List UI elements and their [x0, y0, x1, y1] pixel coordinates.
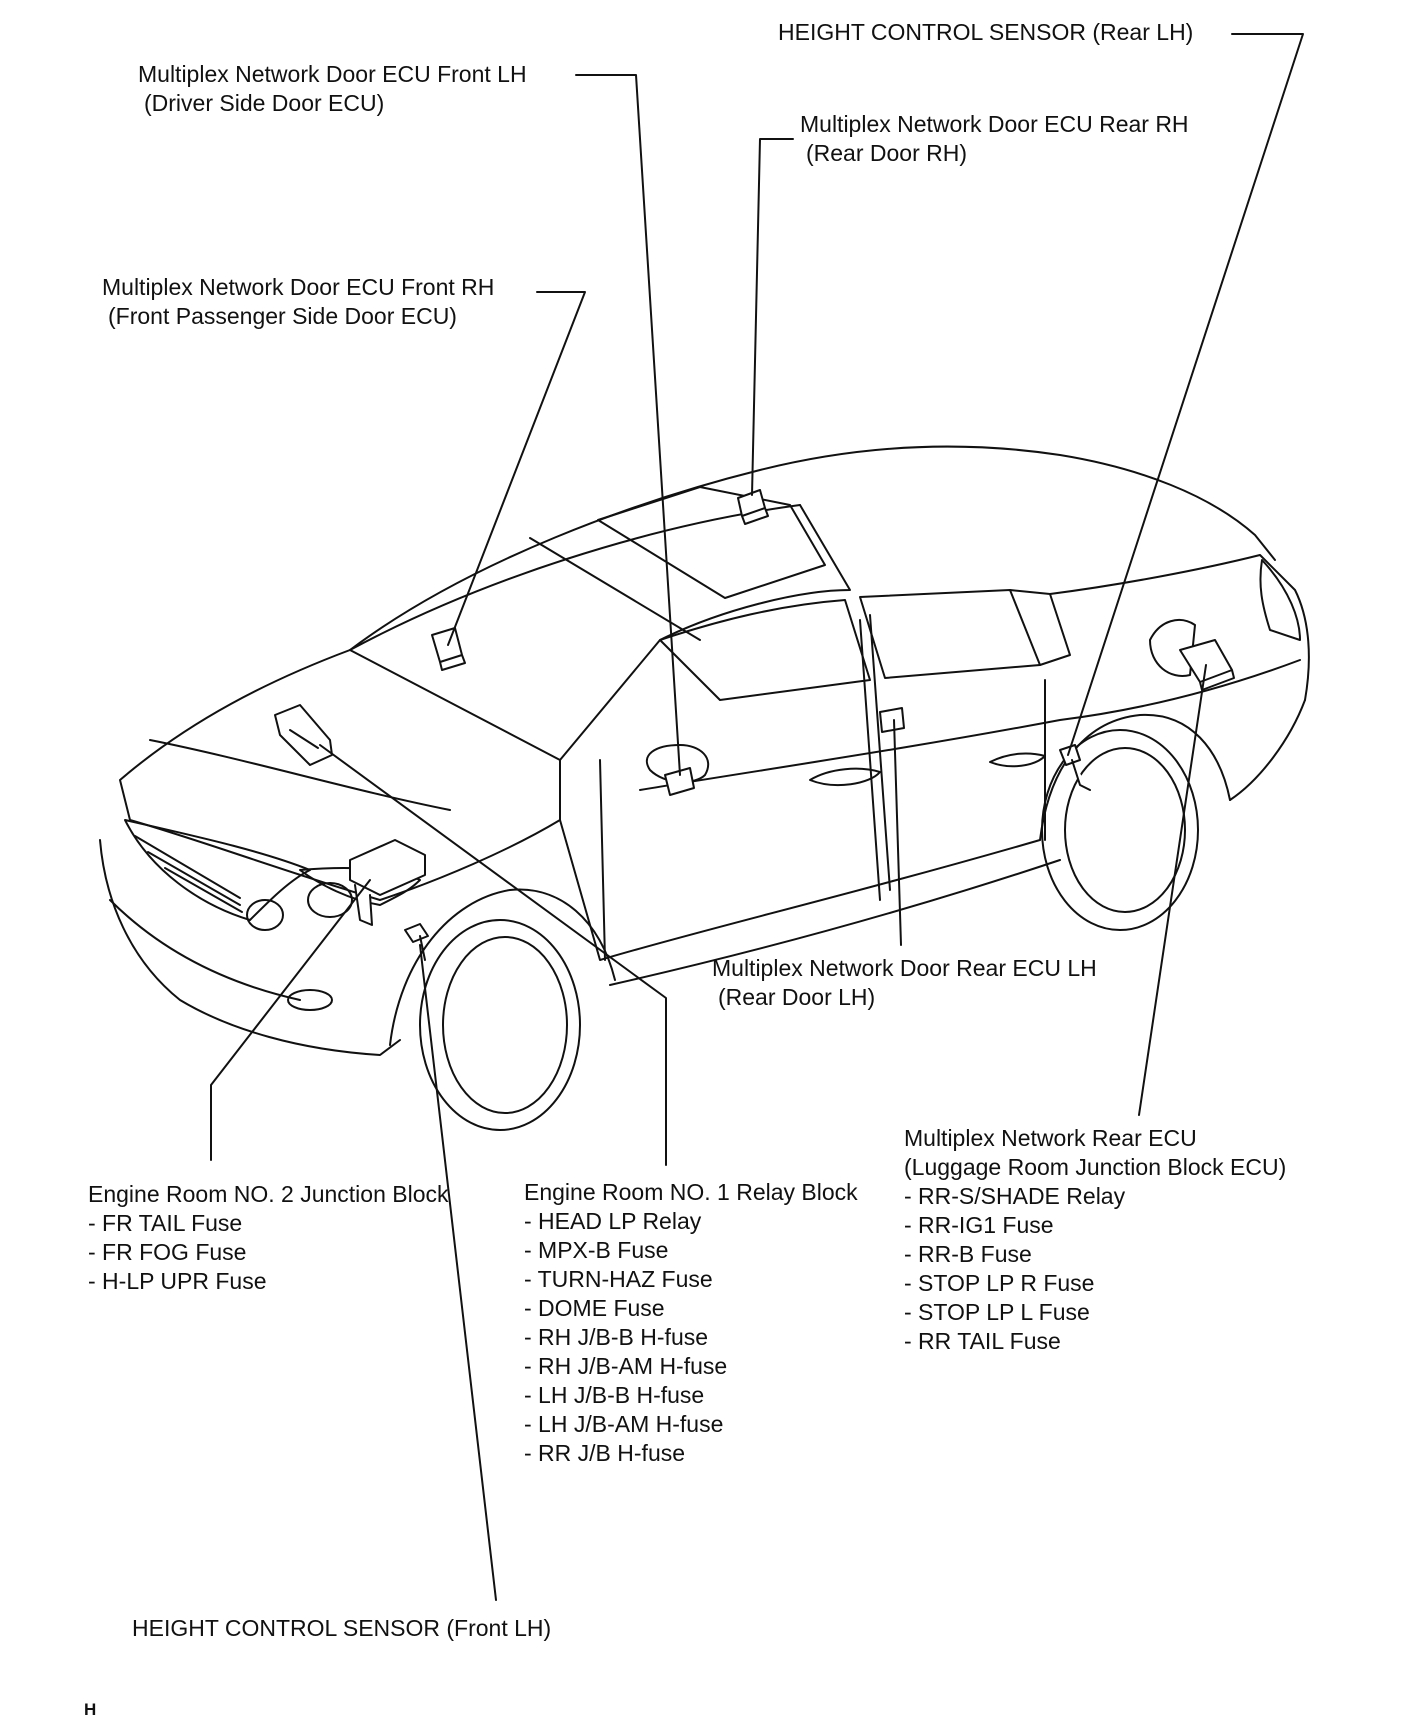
- label-title: Multiplex Network Door ECU Front RH: [102, 274, 495, 300]
- leader-rear-ecu: [1138, 664, 1207, 1116]
- leader-door-rear-rh: [751, 138, 794, 496]
- list-item: - STOP LP L Fuse: [904, 1299, 1090, 1325]
- list-item: - RR J/B H-fuse: [524, 1440, 686, 1466]
- rear-wheel: [1039, 713, 1231, 931]
- label-door-ecu-front-rh: Multiplex Network Door ECU Front RH (Fro…: [102, 273, 494, 331]
- label-subtitle: (Rear Door LH): [718, 984, 876, 1010]
- leader-engine-jb2: [210, 879, 371, 1161]
- front-door-edge: [599, 759, 606, 961]
- label-door-ecu-rear-lh: Multiplex Network Door Rear ECU LH (Rear…: [712, 954, 1097, 1012]
- sunroof: [597, 486, 826, 599]
- label-title: HEIGHT CONTROL SENSOR (Rear LH): [778, 19, 1194, 45]
- front-door-handle: [809, 767, 881, 787]
- fuel-lid: [1149, 619, 1196, 677]
- label-title: Engine Room NO. 1 Relay Block: [524, 1179, 858, 1205]
- corner-mark: H: [84, 1700, 97, 1719]
- car-roof-outline: [349, 445, 1276, 651]
- label-height-sensor-rear: HEIGHT CONTROL SENSOR (Rear LH): [778, 18, 1193, 47]
- label-door-ecu-rear-rh: Multiplex Network Door ECU Rear RH (Rear…: [800, 110, 1189, 168]
- label-subtitle: (Front Passenger Side Door ECU): [108, 303, 457, 329]
- list-item: - RR-IG1 Fuse: [904, 1212, 1054, 1238]
- hood: [119, 649, 561, 901]
- label-title: HEIGHT CONTROL SENSOR (Front LH): [132, 1615, 552, 1641]
- label-subtitle: (Rear Door RH): [806, 140, 968, 166]
- grille: [124, 819, 311, 921]
- height-sensor-front: [404, 923, 429, 961]
- rear-ecu-item-list: - RR-S/SHADE Relay - RR-IG1 Fuse - RR-B …: [904, 1182, 1286, 1356]
- list-item: - LH J/B-AM H-fuse: [524, 1411, 724, 1437]
- engine-jb2-item-list: - FR TAIL Fuse - FR FOG Fuse - H-LP UPR …: [88, 1209, 449, 1296]
- list-item: - RR TAIL Fuse: [904, 1328, 1061, 1354]
- list-item: - TURN-HAZ Fuse: [524, 1266, 713, 1292]
- leader-lines: [210, 33, 1304, 1601]
- list-item: - LH J/B-B H-fuse: [524, 1382, 705, 1408]
- door-ecu-front-lh: [664, 767, 695, 796]
- label-title: Multiplex Network Rear ECU: [904, 1125, 1197, 1151]
- list-item: - DOME Fuse: [524, 1295, 665, 1321]
- list-item: - RH J/B-AM H-fuse: [524, 1353, 728, 1379]
- engine-relay1-item-list: - HEAD LP Relay - MPX-B Fuse - TURN-HAZ …: [524, 1207, 858, 1468]
- label-rear-ecu: Multiplex Network Rear ECU (Luggage Room…: [904, 1124, 1286, 1356]
- label-height-sensor-front: HEIGHT CONTROL SENSOR (Front LH): [132, 1614, 551, 1643]
- label-title: Multiplex Network Door ECU Rear RH: [800, 111, 1189, 137]
- leader-door-front-lh: [575, 74, 681, 776]
- door-ecu-front-rh: [431, 627, 466, 671]
- list-item: - RH J/B-B H-fuse: [524, 1324, 709, 1350]
- label-engine-room-junction-block-2: Engine Room NO. 2 Junction Block - FR TA…: [88, 1180, 449, 1296]
- label-engine-room-relay-block-1: Engine Room NO. 1 Relay Block - HEAD LP …: [524, 1178, 858, 1468]
- label-title: Multiplex Network Door Rear ECU LH: [712, 955, 1097, 981]
- label-subtitle: (Luggage Room Junction Block ECU): [904, 1154, 1287, 1180]
- label-door-ecu-front-lh: Multiplex Network Door ECU Front LH (Dri…: [138, 60, 527, 118]
- list-item: - FR TAIL Fuse: [88, 1210, 243, 1236]
- list-item: - FR FOG Fuse: [88, 1239, 247, 1265]
- leader-height-rear: [1067, 33, 1304, 756]
- side-sill: [559, 819, 1041, 961]
- list-item: - HEAD LP Relay: [524, 1208, 702, 1234]
- b-pillar: [859, 619, 881, 901]
- list-item: - STOP LP R Fuse: [904, 1270, 1095, 1296]
- components: [274, 489, 1235, 961]
- leader-door-front-rh: [447, 291, 586, 646]
- leader-engine-relay1: [319, 744, 667, 1166]
- engine-room-junction-block-2: [349, 839, 426, 926]
- list-item: - MPX-B Fuse: [524, 1237, 669, 1263]
- leader-door-rear-lh: [893, 719, 902, 946]
- list-item: - RR-B Fuse: [904, 1241, 1032, 1267]
- label-title: Engine Room NO. 2 Junction Block: [88, 1181, 449, 1207]
- front-wheel: [389, 888, 616, 1131]
- car-body: [99, 445, 1310, 1131]
- engine-room-relay-block-1: [274, 704, 333, 766]
- rear-door-handle: [989, 752, 1046, 768]
- side-window-front: [659, 599, 871, 701]
- label-title: Multiplex Network Door ECU Front LH: [138, 61, 527, 87]
- list-item: - H-LP UPR Fuse: [88, 1268, 267, 1294]
- windshield: [349, 504, 851, 761]
- list-item: - RR-S/SHADE Relay: [904, 1183, 1126, 1209]
- leader-height-front: [419, 944, 497, 1601]
- label-subtitle: (Driver Side Door ECU): [144, 90, 385, 116]
- door-ecu-rear-lh: [879, 707, 905, 733]
- side-window-rear: [859, 589, 1041, 679]
